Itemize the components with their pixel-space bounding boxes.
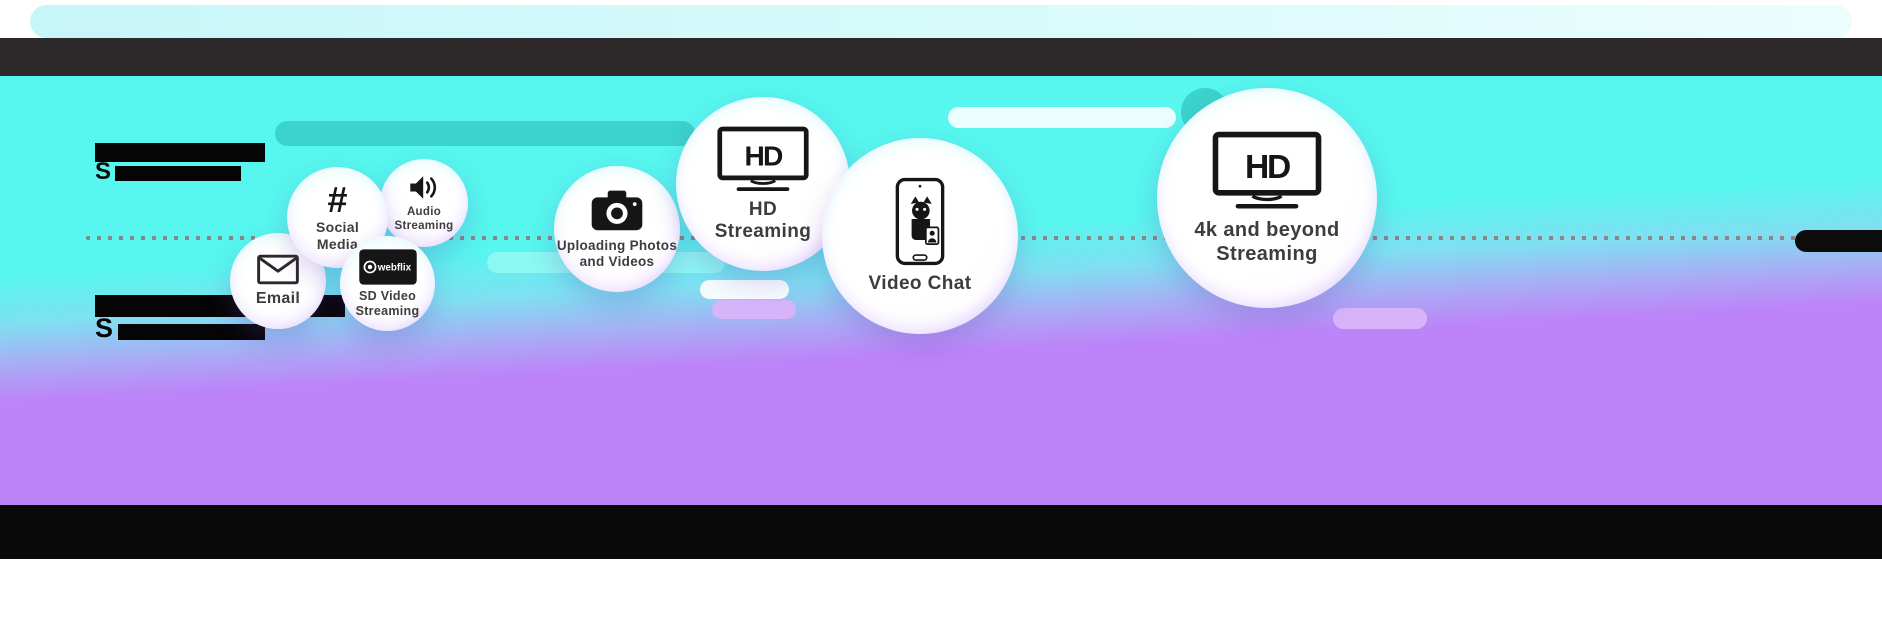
hd-tv-icon: HD — [716, 125, 810, 195]
bubble-label: HD Streaming — [715, 199, 812, 244]
label-line: Streaming — [355, 304, 420, 318]
bubble-audio-streaming: Audio Streaming — [380, 159, 468, 247]
speaker-icon — [407, 173, 441, 202]
header-bar — [0, 38, 1882, 76]
svg-text:webflix: webflix — [376, 263, 411, 274]
bubble-label: 4k and beyond Streaming — [1194, 219, 1339, 266]
svg-text:HD: HD — [745, 139, 783, 171]
tier1-heading-redacted-bar — [95, 143, 265, 162]
label-line: Uploading Photos — [556, 238, 678, 254]
label-line: Streaming — [394, 219, 454, 232]
svg-text:HD: HD — [1245, 149, 1290, 186]
webflix-tv-icon: webflix — [358, 248, 418, 286]
label-line: Social — [315, 219, 360, 236]
bubble-label: Social Media — [316, 219, 359, 252]
decor-pill-lavender-right — [1333, 308, 1427, 329]
label-line: Streaming — [1216, 242, 1318, 265]
decor-pill-teal — [275, 121, 695, 146]
label-line: Media — [316, 236, 359, 252]
label-line: 4k and beyond — [1194, 218, 1340, 241]
top-strip — [30, 5, 1852, 38]
bubble-label: Audio Streaming — [395, 206, 454, 233]
camera-icon — [590, 188, 644, 232]
label-line: Video Chat — [868, 272, 972, 294]
decor-pill-white-top — [948, 107, 1176, 128]
label-line: SD Video — [358, 289, 417, 304]
tier2-subtext-redacted-bar — [118, 324, 265, 340]
phone-video-chat-icon — [894, 177, 946, 266]
decor-pill-lavender-left — [712, 300, 796, 319]
bubble-hd-streaming: HD HD Streaming — [676, 97, 850, 271]
bubble-sd-video-streaming: webflix SD Video Streaming — [340, 236, 435, 331]
envelope-icon — [256, 254, 300, 285]
label-line: HD — [748, 198, 778, 220]
bubble-label: SD Video Streaming — [356, 289, 420, 319]
right-edge-black-pill — [1795, 230, 1882, 252]
bubble-label: Video Chat — [869, 273, 972, 295]
decor-pill-white-mid — [700, 280, 789, 299]
label-line: Email — [255, 289, 301, 307]
label-line: Audio — [406, 205, 442, 218]
footer-bar — [0, 505, 1882, 559]
bubble-label: Email — [256, 290, 300, 309]
bubble-video-chat: Video Chat — [822, 138, 1018, 334]
tier2-subtext-letter: S — [95, 313, 114, 343]
hashtag-icon: # — [327, 179, 348, 221]
bubble-label: Uploading Photos and Videos — [557, 238, 677, 270]
tier1-subtext-letter: S — [95, 158, 112, 185]
4k-tv-icon: HD — [1211, 130, 1323, 213]
bubble-4k-streaming: HD 4k and beyond Streaming — [1157, 88, 1377, 308]
tier1-subtext-redacted-bar — [115, 166, 241, 181]
bubble-uploading-photos: Uploading Photos and Videos — [554, 166, 680, 292]
label-line: Streaming — [714, 221, 812, 242]
label-line: and Videos — [579, 254, 655, 269]
